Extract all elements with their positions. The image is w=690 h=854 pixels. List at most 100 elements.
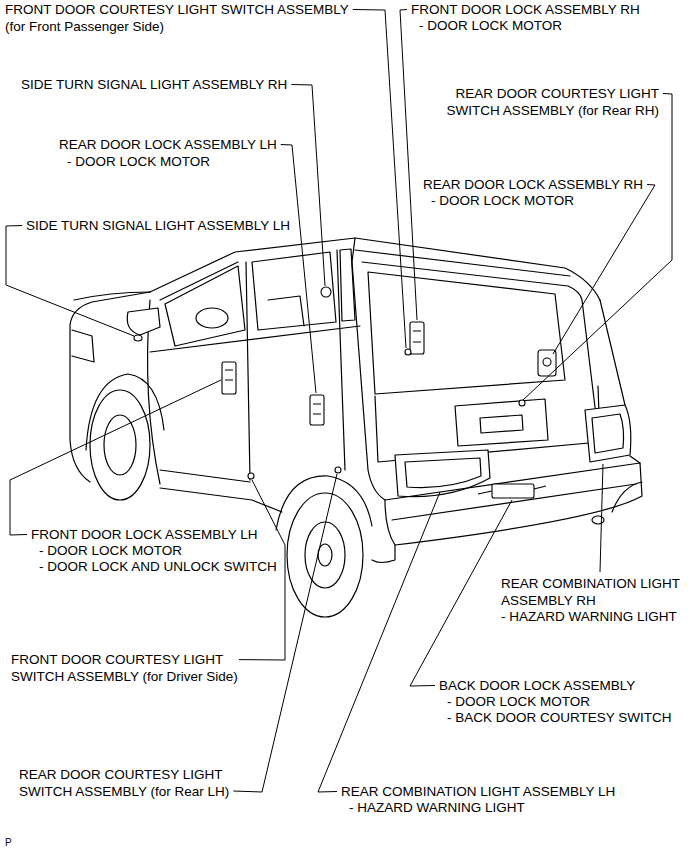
component-parts-shape bbox=[492, 484, 534, 498]
vehicle-body-shape bbox=[160, 262, 238, 300]
component-parts-shape bbox=[134, 335, 142, 341]
label-line: - DOOR LOCK MOTOR bbox=[447, 694, 590, 709]
callout-label: FRONT DOOR LOCK ASSEMBLY LH bbox=[30, 527, 259, 544]
vehicle-body-shape bbox=[160, 488, 282, 512]
label-line: - HAZARD WARNING LIGHT bbox=[501, 609, 677, 624]
leader-line bbox=[353, 10, 406, 349]
sub-item-label: - DOOR LOCK MOTOR bbox=[66, 154, 211, 171]
sub-item-label: - DOOR LOCK MOTOR bbox=[38, 543, 183, 560]
component-parts-shape bbox=[313, 404, 321, 414]
callout-label: REAR DOOR LOCK ASSEMBLY LH bbox=[58, 137, 278, 154]
vehicle-body-shape bbox=[372, 545, 395, 563]
label-line: - DOOR LOCK MOTOR bbox=[419, 18, 562, 33]
leader-line bbox=[410, 500, 512, 686]
label-line: - DOOR LOCK MOTOR bbox=[431, 193, 574, 208]
sub-item-label: - HAZARD WARNING LIGHT bbox=[500, 609, 678, 626]
label-line: - DOOR LOCK AND UNLOCK SWITCH bbox=[39, 559, 277, 574]
callout-label: SIDE TURN SIGNAL LIGHT ASSEMBLY LH bbox=[25, 218, 291, 235]
vehicle-body-shape bbox=[362, 262, 598, 432]
leader-line bbox=[233, 474, 337, 792]
vehicle-body-shape bbox=[352, 262, 385, 500]
sub-item-label: - HAZARD WARNING LIGHT bbox=[348, 800, 526, 817]
vehicle-body-shape bbox=[355, 250, 570, 276]
vehicle-body-shape bbox=[165, 266, 245, 346]
callout-label: FRONT DOOR COURTESY LIGHT SWITCH ASSEMBL… bbox=[4, 2, 350, 35]
component-parts-shape bbox=[222, 362, 236, 394]
label-line: SWITCH ASSEMBLY (for Driver Side) bbox=[11, 669, 238, 684]
callout-label: REAR DOOR LOCK ASSEMBLY RH bbox=[422, 177, 644, 194]
vehicle-body-shape bbox=[305, 522, 345, 588]
label-line: FRONT DOOR COURTESY LIGHT bbox=[11, 652, 223, 667]
callout-label: FRONT DOOR COURTESY LIGHT SWITCH ASSEMBL… bbox=[10, 652, 239, 685]
vehicle-body-shape bbox=[268, 296, 304, 326]
vehicle-body-shape bbox=[127, 308, 160, 335]
vehicle-body-shape bbox=[612, 482, 642, 512]
label-line: SWITCH ASSEMBLY (for Rear RH) bbox=[446, 103, 659, 118]
vehicle-body-shape bbox=[455, 399, 548, 446]
vehicle-body-shape bbox=[405, 458, 481, 488]
label-line: FRONT DOOR LOCK ASSEMBLY RH bbox=[411, 2, 640, 17]
label-line: SWITCH ASSEMBLY (for Rear LH) bbox=[19, 784, 229, 799]
leader-line bbox=[10, 380, 221, 535]
callout-label: REAR DOOR COURTESY LIGHT SWITCH ASSEMBLY… bbox=[445, 86, 660, 119]
component-parts-shape bbox=[335, 467, 341, 473]
sub-item-label: - DOOR LOCK MOTOR bbox=[446, 694, 591, 711]
label-line: REAR DOOR LOCK ASSEMBLY LH bbox=[59, 137, 277, 152]
figure-code: P bbox=[4, 837, 13, 849]
sub-item-label: - DOOR LOCK MOTOR bbox=[430, 193, 575, 210]
component-parts-shape bbox=[543, 358, 551, 366]
label-line: - DOOR LOCK MOTOR bbox=[67, 154, 210, 169]
sub-item-label: - DOOR LOCK AND UNLOCK SWITCH bbox=[38, 559, 278, 576]
component-parts-shape bbox=[405, 349, 411, 355]
label-line: P bbox=[5, 837, 12, 848]
label-line: - HAZARD WARNING LIGHT bbox=[349, 800, 525, 815]
vehicle-body-shape bbox=[480, 415, 523, 433]
label-line: REAR DOOR LOCK ASSEMBLY RH bbox=[423, 177, 643, 192]
leader-line bbox=[553, 185, 655, 355]
vehicle-body-shape bbox=[585, 405, 631, 462]
leader-line bbox=[6, 226, 134, 337]
callout-label: BACK DOOR LOCK ASSEMBLY bbox=[438, 678, 636, 695]
label-line: REAR COMBINATION LIGHT ASSEMBLY LH bbox=[341, 784, 615, 799]
vehicle-body-shape bbox=[196, 308, 228, 328]
component-parts-shape bbox=[478, 486, 546, 494]
vehicle-body-shape bbox=[630, 456, 640, 463]
vehicle-body-shape bbox=[368, 272, 565, 394]
label-line: ASSEMBLY RH bbox=[501, 593, 596, 608]
vehicle-body-shape bbox=[74, 292, 150, 300]
label-line: SIDE TURN SIGNAL LIGHT ASSEMBLY RH bbox=[21, 77, 287, 92]
label-line: REAR DOOR COURTESY LIGHT bbox=[455, 86, 659, 101]
label-line: (for Front Passenger Side) bbox=[5, 19, 164, 34]
leader-line bbox=[400, 10, 417, 321]
vehicle-body-shape bbox=[90, 390, 150, 500]
component-parts-shape bbox=[413, 331, 421, 342]
component-parts bbox=[134, 287, 556, 498]
vehicle-body-shape bbox=[104, 415, 136, 475]
vehicle-body-shape bbox=[72, 330, 94, 362]
vehicle-body-shape bbox=[150, 326, 360, 352]
vehicle-body-shape bbox=[246, 262, 250, 480]
label-line: FRONT DOOR LOCK ASSEMBLY LH bbox=[31, 527, 258, 542]
component-parts-shape bbox=[248, 473, 254, 479]
callout-label: FRONT DOOR LOCK ASSEMBLY RH bbox=[410, 2, 641, 19]
label-line: SIDE TURN SIGNAL LIGHT ASSEMBLY LH bbox=[26, 218, 290, 233]
vehicle-body-shape bbox=[150, 238, 600, 300]
leader-line bbox=[600, 464, 603, 572]
leader-line bbox=[281, 145, 316, 394]
vehicle-body-shape bbox=[592, 516, 604, 524]
vehicle-body-shape bbox=[392, 484, 636, 520]
label-line: FRONT DOOR COURTESY LIGHT SWITCH ASSEMBL… bbox=[5, 2, 349, 17]
sub-item-label: - BACK DOOR COURTESY SWITCH bbox=[446, 710, 673, 727]
leader-line bbox=[523, 94, 672, 401]
label-line: - DOOR LOCK MOTOR bbox=[39, 543, 182, 558]
label-line: BACK DOOR LOCK ASSEMBLY bbox=[439, 678, 635, 693]
sub-item-label: - DOOR LOCK MOTOR bbox=[418, 18, 563, 35]
leader-line bbox=[318, 492, 440, 792]
label-line: - BACK DOOR COURTESY SWITCH bbox=[447, 710, 672, 725]
vehicle-body-shape bbox=[160, 470, 250, 482]
component-parts-shape bbox=[225, 370, 233, 380]
vehicle-body-shape bbox=[395, 450, 490, 497]
callout-label: REAR DOOR COURTESY LIGHT SWITCH ASSEMBLY… bbox=[18, 767, 230, 800]
callout-label: REAR COMBINATION LIGHT ASSEMBLY RH bbox=[500, 576, 681, 609]
